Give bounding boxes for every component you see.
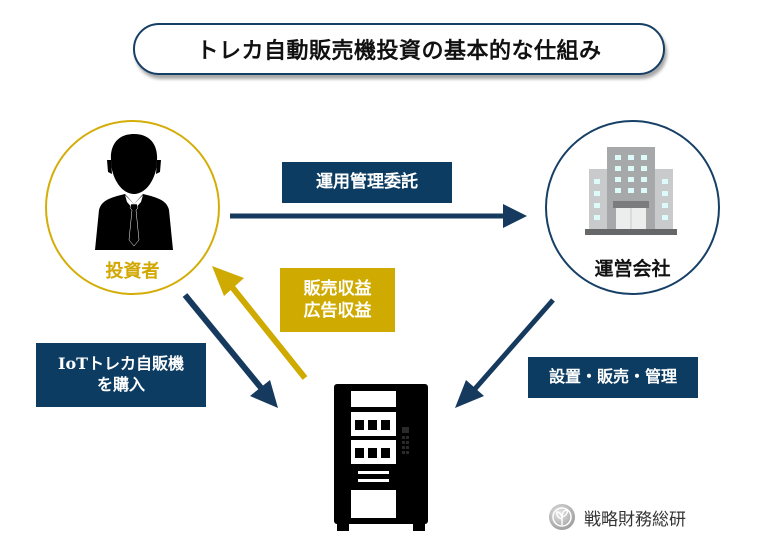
revenue-label: 販売収益 広告収益 (280, 268, 395, 332)
vending-machine-icon (334, 384, 428, 531)
purchase-arrow (182, 293, 278, 408)
office-building-icon (585, 147, 677, 235)
diagram-title: トレカ自動販売機投資の基本的な仕組み (133, 23, 665, 75)
trust-arrow (230, 204, 527, 228)
purchase-label-line: を購入 (96, 375, 145, 394)
purchase-label-line: IoTトレカ自販機 (57, 354, 185, 374)
revenue-label-line: 広告収益 (303, 301, 372, 321)
revenue-label-line: 販売収益 (303, 278, 372, 299)
operation-label: 設置・販売・管理 (528, 357, 698, 398)
businessman-icon (95, 134, 173, 250)
company-node: 運営会社 (545, 120, 720, 295)
investor-node: 投資者 (45, 120, 220, 295)
revenue-arrow (212, 266, 308, 380)
company-label: 運営会社 (594, 258, 671, 280)
brand-logo: 戦略財務総研 (548, 503, 686, 531)
operation-arrow (455, 298, 555, 408)
logo-text: 戦略財務総研 (584, 509, 686, 530)
trust-label: 運用管理委託 (282, 162, 452, 203)
leaf-emblem-icon (549, 504, 575, 530)
investor-label: 投資者 (105, 261, 160, 282)
purchase-label: IoTトレカ自販機 を購入 (36, 343, 206, 407)
